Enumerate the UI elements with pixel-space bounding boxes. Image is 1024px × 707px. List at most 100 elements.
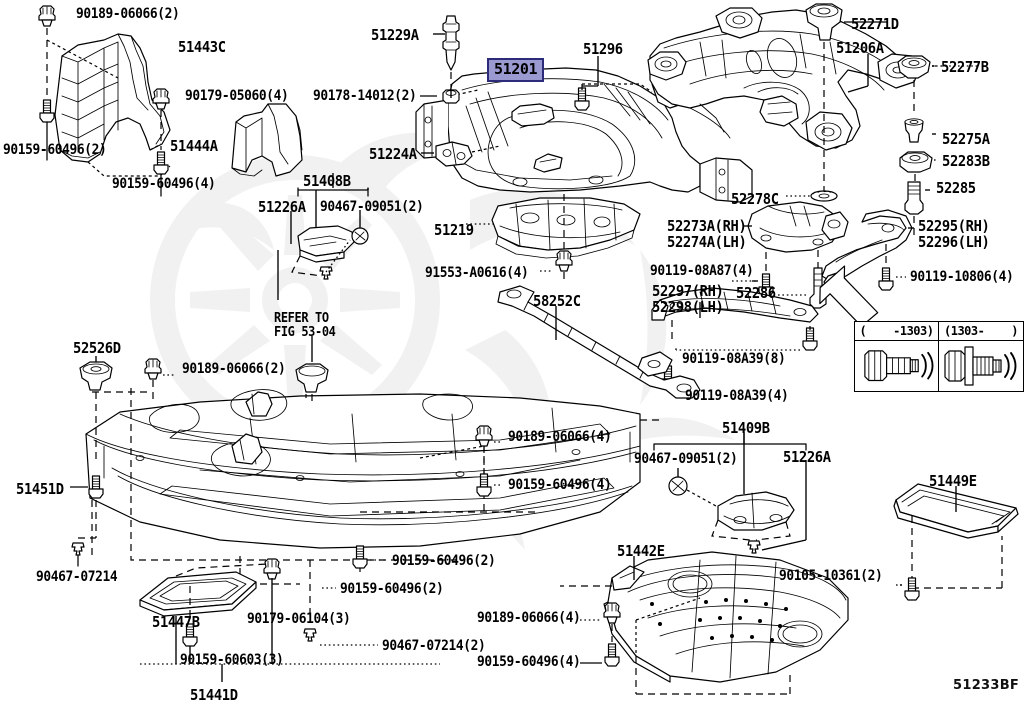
part-label-90189-06066-4[interactable]: 90189-06066(4) bbox=[477, 610, 581, 626]
part-51219-cover bbox=[491, 197, 641, 259]
fastener-FIG53-04-clip bbox=[295, 363, 329, 393]
part-label-51409b[interactable]: 51409B bbox=[722, 419, 770, 437]
part-label-90119-10806-4[interactable]: 90119-10806(4) bbox=[910, 269, 1014, 285]
part-label-90159-60496-4[interactable]: 90159-60496(4) bbox=[508, 477, 612, 493]
part-58252C-brace bbox=[497, 285, 701, 399]
part-label-90179-06104-3[interactable]: 90179-06104(3) bbox=[247, 611, 351, 627]
part-label-52296-lh[interactable]: 52296(LH) bbox=[918, 233, 990, 251]
part-label-52278c[interactable]: 52278C bbox=[731, 190, 779, 208]
fastener-90119-08A39-a bbox=[802, 327, 818, 351]
part-label-90467-07214-2[interactable]: 90467-07214(2) bbox=[382, 638, 486, 654]
part-label-52274a-lh[interactable]: 52274A(LH) bbox=[667, 233, 747, 251]
inset-header-late: (1303- ) bbox=[939, 322, 1023, 341]
part-label-90119-08a39-4[interactable]: 90119-08A39(4) bbox=[685, 388, 789, 404]
fastener-90159-60496-a bbox=[39, 99, 55, 123]
part-label-51447b[interactable]: 51447B bbox=[152, 613, 200, 631]
part-label-90159-60496-2[interactable]: 90159-60496(2) bbox=[340, 581, 444, 597]
inset-cell-early: ( -1303) bbox=[855, 322, 939, 391]
fastener-51229A-bolt bbox=[442, 15, 460, 71]
part-label-51229a[interactable]: 51229A bbox=[371, 26, 419, 44]
part-51226A-left bbox=[297, 225, 355, 263]
part-label-52285[interactable]: 52285 bbox=[936, 179, 976, 197]
part-label-51451d[interactable]: 51451D bbox=[16, 480, 64, 498]
part-label-90119-08a39-8[interactable]: 90119-08A39(8) bbox=[682, 351, 786, 367]
part-label-51408b[interactable]: 51408B bbox=[303, 172, 351, 190]
part-52273A-bracket bbox=[747, 201, 849, 253]
part-51224A-bracket bbox=[435, 141, 473, 167]
part-label-52526d[interactable]: 52526D bbox=[73, 339, 121, 357]
part-label-90189-06066-4[interactable]: 90189-06066(4) bbox=[508, 429, 612, 445]
inset-cell-late: (1303- ) bbox=[939, 322, 1023, 391]
fastener-90119-10806 bbox=[878, 267, 894, 291]
part-label-90189-06066-2[interactable]: 90189-06066(2) bbox=[182, 361, 286, 377]
part-label-90159-60496-4[interactable]: 90159-60496(4) bbox=[112, 176, 216, 192]
direction-arrow bbox=[819, 265, 879, 327]
fastener-52283B-washer bbox=[899, 151, 933, 173]
bolt-late-icon bbox=[939, 341, 1023, 391]
part-label-51296[interactable]: 51296 bbox=[583, 40, 623, 58]
part-51441D-under-cover bbox=[85, 389, 641, 549]
part-label-51444a[interactable]: 51444A bbox=[170, 137, 218, 155]
fastener-52271D-stopper bbox=[805, 3, 843, 41]
part-label-52271d[interactable]: 52271D bbox=[851, 15, 899, 33]
part-label-51226a[interactable]: 51226A bbox=[258, 198, 306, 216]
part-51201-crossmember bbox=[415, 67, 753, 203]
part-label-52298-lh[interactable]: 52298(LH) bbox=[652, 298, 724, 316]
part-label-51441d[interactable]: 51441D bbox=[190, 686, 238, 704]
fastener-90189-06066-a bbox=[38, 5, 56, 27]
part-label-90105-10361-2[interactable]: 90105-10361(2) bbox=[779, 568, 883, 584]
inset-header-early: ( -1303) bbox=[855, 322, 938, 341]
part-label-52286[interactable]: 52286 bbox=[736, 284, 776, 302]
part-label-52275a[interactable]: 52275A bbox=[942, 130, 990, 148]
part-label-52283b[interactable]: 52283B bbox=[942, 152, 990, 170]
part-51444A-brace bbox=[231, 103, 303, 177]
fastener-90159-60496-b bbox=[153, 151, 169, 175]
fastener-91553-A0616 bbox=[555, 250, 573, 272]
part-label-90159-60603-3[interactable]: 90159-60603(3) bbox=[180, 652, 284, 668]
part-label-90159-60496-2[interactable]: 90159-60496(2) bbox=[392, 553, 496, 569]
selected-part-highlight[interactable]: 51201 bbox=[487, 58, 545, 83]
date-range-inset: ( -1303) (1303- ) bbox=[854, 321, 1024, 392]
part-label-90467-07214[interactable]: 90467-07214 bbox=[36, 569, 118, 585]
fastener-90467-09051-right bbox=[747, 540, 761, 554]
part-label-51442e[interactable]: 51442E bbox=[617, 542, 665, 560]
part-label-51226a[interactable]: 51226A bbox=[783, 448, 831, 466]
clip-90467-09051-right-head bbox=[668, 476, 688, 496]
fastener-90189-06066-b bbox=[144, 358, 162, 380]
fastener-90467-09051-left bbox=[319, 266, 333, 280]
fastener-52285-bolt bbox=[904, 181, 924, 215]
part-51206A-rear-suspension-member bbox=[647, 7, 921, 151]
part-51409B-bracket bbox=[717, 491, 795, 531]
part-label-90159-60496-4[interactable]: 90159-60496(4) bbox=[477, 654, 581, 670]
part-label-52277b[interactable]: 52277B bbox=[941, 58, 989, 76]
part-51442E-under-cover bbox=[603, 551, 849, 683]
clip-90467-09051-head bbox=[351, 227, 369, 245]
part-label-90189-06066-2[interactable]: 90189-06066(2) bbox=[76, 6, 180, 22]
part-label-51449e[interactable]: 51449E bbox=[929, 472, 977, 490]
fastener-90159-60496-d bbox=[352, 545, 368, 569]
part-52297-arm bbox=[651, 287, 819, 323]
bolt-early-icon bbox=[855, 341, 938, 391]
part-51447B-plate bbox=[139, 571, 257, 617]
part-label-90178-14012-2[interactable]: 90178-14012(2) bbox=[313, 88, 417, 104]
part-label-52295-rh[interactable]: 52295(RH) bbox=[918, 217, 990, 235]
refer-to-note: REFER TO FIG 53-04 bbox=[274, 311, 336, 341]
part-label-51219[interactable]: 51219 bbox=[434, 221, 474, 239]
part-label-90119-08a87-4[interactable]: 90119-08A87(4) bbox=[650, 263, 754, 279]
part-label-91553-a0616-4[interactable]: 91553-A0616(4) bbox=[425, 265, 529, 281]
part-label-58252c[interactable]: 58252C bbox=[533, 292, 581, 310]
part-label-90159-60496-2[interactable]: 90159-60496(2) bbox=[3, 142, 107, 158]
part-label-51443c[interactable]: 51443C bbox=[178, 38, 226, 56]
fastener-52526D-grommet bbox=[79, 361, 113, 391]
part-label-90179-05060-4[interactable]: 90179-05060(4) bbox=[185, 88, 289, 104]
part-label-52297-rh[interactable]: 52297(RH) bbox=[652, 282, 724, 300]
part-label-51224a[interactable]: 51224A bbox=[369, 145, 417, 163]
fastener-90467-07214-b bbox=[303, 628, 317, 642]
part-label-51206a[interactable]: 51206A bbox=[836, 39, 884, 57]
part-label-52273a-rh[interactable]: 52273A(RH) bbox=[667, 217, 747, 235]
fastener-52277B-washer bbox=[897, 55, 931, 79]
part-label-90467-09051-2[interactable]: 90467-09051(2) bbox=[320, 199, 424, 215]
part-label-90467-09051-2[interactable]: 90467-09051(2) bbox=[634, 451, 738, 467]
part-51443C-brace bbox=[54, 33, 171, 163]
